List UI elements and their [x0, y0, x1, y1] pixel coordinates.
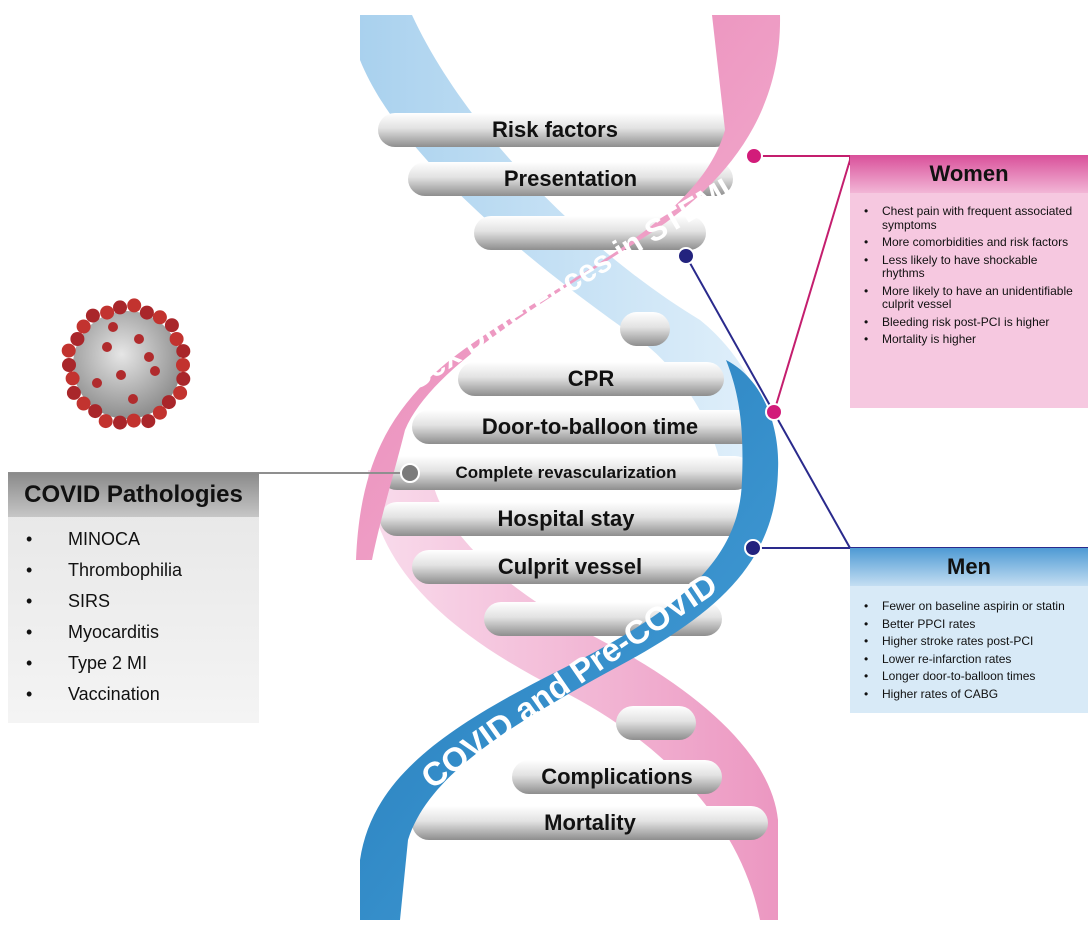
list-item: Higher rates of CABG	[862, 687, 1082, 702]
rung-label: Mortality	[544, 810, 636, 835]
helix-rung	[512, 760, 722, 794]
virus-spike	[61, 343, 76, 358]
women-list: Chest pain with frequent associated symp…	[850, 193, 1088, 347]
coronavirus-icon	[61, 298, 191, 430]
covid-list: MINOCA Thrombophilia SIRS Myocarditis Ty…	[8, 517, 259, 704]
virus-spike	[141, 414, 156, 429]
virus-spike	[88, 404, 103, 419]
men-marker-dot-2	[744, 539, 762, 557]
virus-spike	[66, 385, 81, 400]
list-item: Chest pain with frequent associated symp…	[862, 204, 1082, 232]
virus-spike	[62, 358, 76, 372]
front-strand-pink	[356, 15, 781, 560]
virus-spike	[100, 305, 115, 320]
helix-rung	[380, 502, 752, 536]
list-item: More comorbidities and risk factors	[862, 235, 1082, 250]
rung-label: Presentation	[503, 166, 638, 191]
virus-spike	[102, 342, 112, 352]
women-panel: Women Chest pain with frequent associate…	[850, 155, 1088, 408]
list-item: Lower re-infarction rates	[862, 652, 1082, 667]
list-item: MINOCA	[26, 529, 259, 549]
covid-pathologies-panel: COVID Pathologies MINOCA Thrombophilia S…	[8, 473, 259, 723]
helix-rung	[474, 216, 706, 250]
virus-spike	[85, 308, 100, 323]
covid-marker-dot	[400, 463, 420, 483]
helix-rung	[458, 362, 724, 396]
list-item: Myocarditis	[26, 622, 259, 642]
virus-spike	[144, 352, 154, 362]
virus-spike	[98, 414, 113, 429]
helix-rung	[408, 162, 733, 196]
virus-spike	[127, 298, 142, 313]
rung-label: Complete revascularization	[455, 463, 677, 482]
virus-spike	[126, 413, 141, 428]
rung-label: Hospital stay	[497, 506, 635, 531]
virus-spike	[76, 319, 91, 334]
men-list: Fewer on baseline aspirin or statin Bett…	[850, 586, 1088, 701]
virus-spike	[113, 300, 127, 315]
virus-spike	[65, 371, 80, 386]
virus-spike	[108, 322, 118, 332]
virus-spike	[150, 366, 160, 376]
virus-spike	[152, 405, 167, 420]
rung-label: Door-to-balloon time	[481, 414, 699, 439]
virus-spike	[173, 385, 188, 400]
helix-rung	[412, 550, 728, 584]
virus-spike	[176, 358, 190, 372]
list-item: Better PPCI rates	[862, 617, 1082, 632]
helix-rung	[380, 456, 752, 490]
list-item: Less likely to have shockable rhythms	[862, 253, 1082, 281]
list-item: Thrombophilia	[26, 560, 259, 580]
rung-label: Risk factors	[492, 117, 618, 142]
women-panel-title: Women	[850, 155, 1088, 193]
list-item: Longer door-to-balloon times	[862, 669, 1082, 684]
women-connectors	[754, 155, 851, 413]
women-marker-dot-2	[765, 403, 783, 421]
helix-rung	[620, 312, 670, 346]
virus-spike	[152, 310, 167, 325]
list-item: More likely to have an unidentifiable cu…	[862, 284, 1082, 312]
rung-label: Culprit vessel	[497, 554, 643, 579]
virus-spike	[134, 334, 144, 344]
helix-rung	[412, 410, 768, 444]
rung-label: CPR	[567, 366, 615, 391]
virus-spike	[116, 370, 126, 380]
front-strand-blue	[360, 360, 779, 920]
women-marker-dot	[745, 147, 763, 165]
list-item: Higher stroke rates post-PCI	[862, 634, 1082, 649]
helix-rung	[616, 706, 696, 740]
helix-rung	[412, 806, 768, 840]
men-panel: Men Fewer on baseline aspirin or statin …	[850, 548, 1088, 713]
virus-spike	[92, 378, 102, 388]
virus-spike	[76, 396, 91, 411]
list-item: Type 2 MI	[26, 653, 259, 673]
men-marker-dot	[677, 247, 695, 265]
list-item: SIRS	[26, 591, 259, 611]
virus-spike	[169, 332, 184, 346]
virus-spike	[128, 394, 138, 404]
covid-panel-title: COVID Pathologies	[8, 473, 259, 517]
list-item: Bleeding risk post-PCI is higher	[862, 315, 1082, 330]
virus-spike	[176, 344, 191, 359]
virus-spike	[164, 318, 179, 333]
virus-spike	[70, 332, 85, 346]
list-item: Vaccination	[26, 684, 259, 704]
men-panel-title: Men	[850, 548, 1088, 586]
helix-rung	[378, 113, 732, 147]
virus-spike	[139, 305, 154, 320]
list-item: Fewer on baseline aspirin or statin	[862, 599, 1082, 614]
virus-spike	[161, 395, 176, 410]
virus-spike	[113, 415, 127, 430]
virus-spike	[176, 371, 191, 386]
list-item: Mortality is higher	[862, 332, 1082, 347]
rung-label: Complications	[541, 764, 693, 789]
